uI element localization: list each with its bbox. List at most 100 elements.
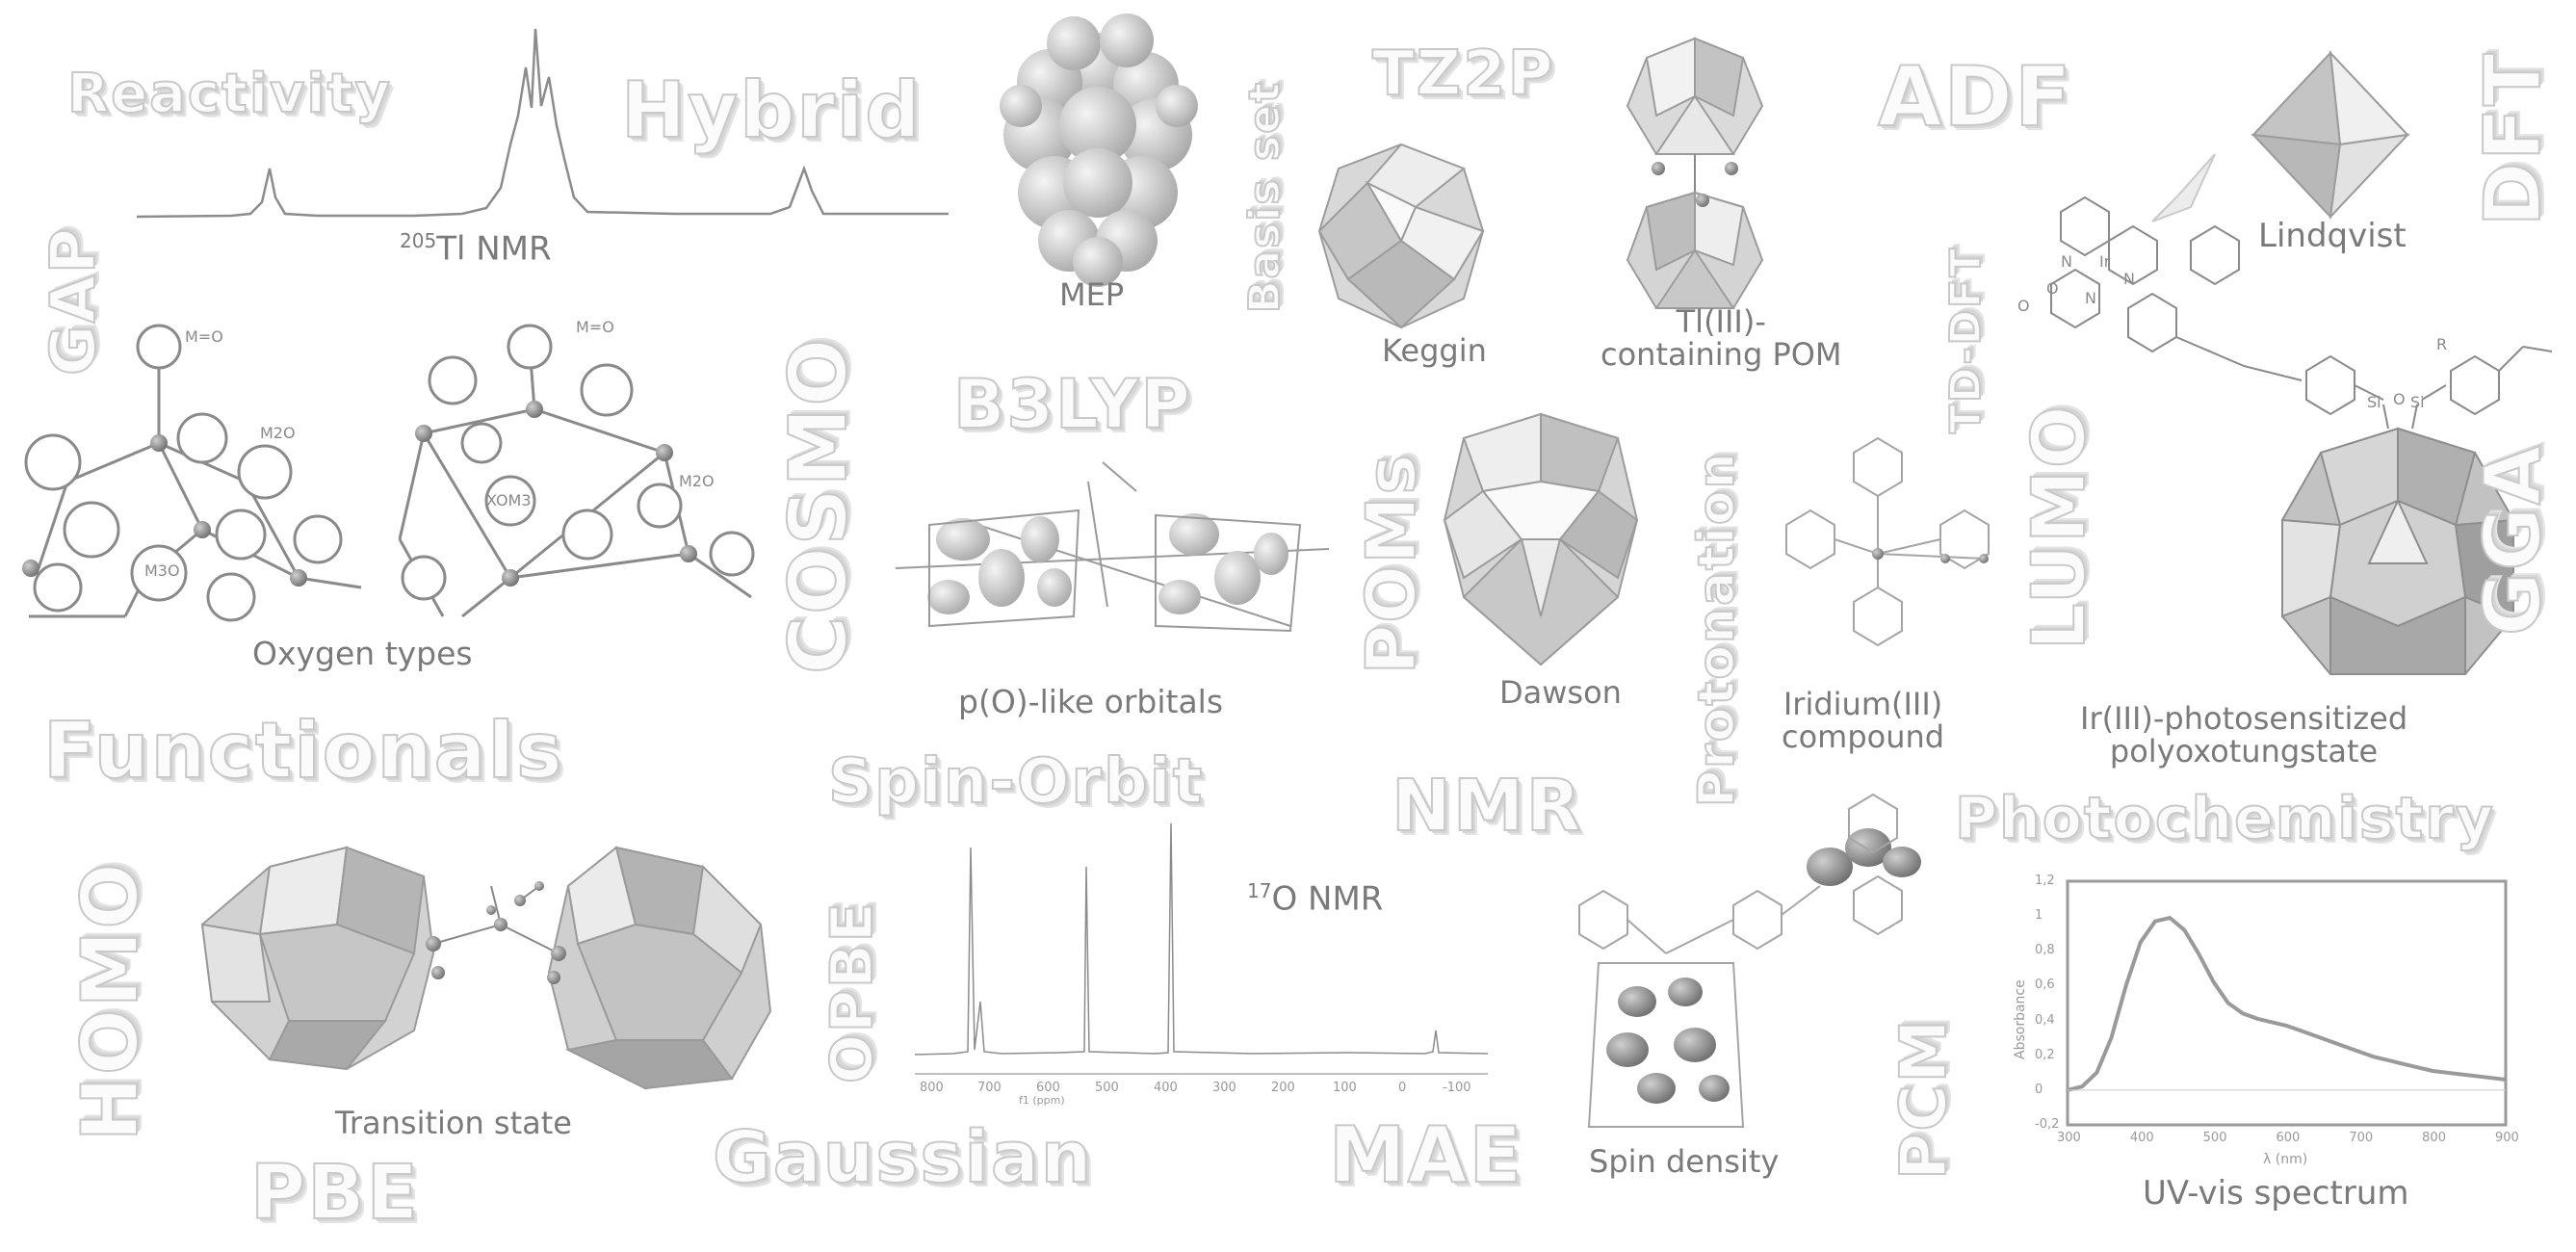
uv-vis-ytick: 1 [2035, 908, 2043, 924]
caption-o17-sup: 17 [1247, 879, 1272, 902]
ir-complex-structure [2050, 153, 2553, 430]
o17-tick-5: 300 [1212, 1081, 1236, 1095]
caption-uv-vis: UV-vis spectrum [2143, 1174, 2409, 1213]
caption-tl-pom-line1: Tl(III)- [1676, 303, 1766, 340]
caption-ir-pom-line2: polyoxotungstate [2109, 732, 2379, 769]
uv-vis-xlabel: λ (nm) [2263, 1152, 2308, 1167]
o17-tick-0: 800 [920, 1081, 944, 1095]
keyword-nmr: NMR [1391, 765, 1583, 848]
oxygen-types-structure [22, 324, 362, 622]
keyword-homo: HOMO [65, 860, 156, 1142]
keyword-basis-set: Basis set [1239, 80, 1290, 314]
keyword-cosmo: COSMO [772, 336, 866, 675]
caption-oxygen-types: Oxygen types [252, 635, 473, 672]
caption-tl-nmr-text: Tl NMR [436, 229, 552, 269]
caption-tl-nmr-sup: 205 [400, 229, 437, 252]
uv-vis-ytick: 0,2 [2035, 1047, 2055, 1062]
keyword-gga: GGA [2467, 443, 2559, 637]
caption-ir-pom-line1: Ir(III)-photosensitized [2080, 700, 2408, 737]
uv-vis-chart [2066, 879, 2508, 1127]
o17-tick-2: 600 [1036, 1081, 1060, 1095]
caption-dawson: Dawson [1499, 674, 1622, 711]
o17-tick-9: -100 [1443, 1081, 1471, 1095]
keyword-pcm: PCM [1886, 1017, 1962, 1182]
iridium-structure [1785, 436, 1990, 647]
keyword-gaussian: Gaussian [712, 1116, 1094, 1199]
keyword-lumo: LUMO [2015, 403, 2102, 651]
o17-tick-4: 400 [1154, 1081, 1178, 1095]
keyword-adf: ADF [1877, 49, 2073, 145]
uv-vis-xtick: 800 [2422, 1131, 2446, 1145]
keyword-b3lyp: B3LYP [952, 365, 1192, 444]
caption-p-orbitals: p(O)-like orbitals [958, 683, 1224, 720]
keyword-hybrid: Hybrid [620, 65, 923, 155]
p-orbitals-structure [895, 461, 1330, 633]
uv-vis-series-line [2067, 915, 2507, 1092]
keyword-spin-orbit: Spin-Orbit [827, 746, 1205, 818]
uv-vis-ytick: 1,2 [2035, 874, 2055, 888]
keyword-gap: GAP [38, 225, 111, 377]
caption-tl-pom-line2: containing POM [1600, 335, 1842, 373]
caption-o17-text: O NMR [1271, 879, 1384, 919]
keyword-reactivity: Reactivity [66, 63, 393, 125]
label-n1: N [2061, 252, 2072, 271]
keyword-opbe: OPBE [818, 900, 887, 1084]
lindqvist-structure [2251, 50, 2410, 220]
dawson-structure [1443, 412, 1639, 666]
ir-pom-structure [2281, 427, 2514, 675]
label-xom3: XOM3 [486, 491, 532, 509]
o17-tick-6: 200 [1271, 1081, 1295, 1095]
caption-iridium-line1: Iridium(III) [1782, 686, 1943, 722]
o17-xlabel: f1 (ppm) [1019, 1094, 1065, 1107]
label-si1: Si [2367, 393, 2381, 411]
label-m-o-a: M=O [185, 327, 223, 346]
keyword-pbe: PBE [249, 1150, 420, 1237]
tl-pom-structure [1626, 37, 1764, 309]
uv-vis-ytick: -0,2 [2035, 1117, 2060, 1132]
uv-vis-plot-frame [2066, 879, 2508, 1127]
o17-tick-3: 500 [1095, 1081, 1119, 1095]
caption-tl-nmr: 205Tl NMR [400, 231, 552, 267]
label-ir: Ir [2099, 252, 2111, 271]
label-o3: O [2393, 390, 2406, 408]
keyword-td-dft: TD-DFT [1940, 246, 1991, 434]
uv-vis-ytick: 0 [2035, 1082, 2043, 1097]
keyword-photochemistry: Photochemistry [1954, 785, 2495, 852]
uv-vis-xtick: 600 [2276, 1131, 2301, 1145]
o17-tick-7: 100 [1333, 1081, 1357, 1095]
label-m3o-a: M3O [144, 561, 180, 580]
mep-structure [1000, 13, 1198, 287]
label-n3: N [2085, 289, 2096, 307]
caption-mep: MEP [1059, 276, 1125, 313]
uv-vis-ytick: 0,6 [2035, 978, 2055, 993]
oxygen-types-structure-b [398, 324, 755, 618]
uv-vis-ytick: 0,8 [2035, 943, 2055, 958]
caption-lindqvist: Lindqvist [2258, 217, 2407, 255]
caption-spin-density: Spin density [1589, 1143, 1780, 1180]
label-n2: N [2123, 270, 2135, 288]
label-m2o-a: M2O [260, 424, 296, 442]
label-o2: O [2017, 297, 2030, 315]
keyword-mae: MAE [1328, 1110, 1524, 1200]
keyword-tz2p: TZ2P [1371, 39, 1555, 110]
uv-vis-ytick: 0,4 [2035, 1012, 2055, 1028]
caption-iridium-line2: compound [1782, 717, 1945, 755]
transition-state-structure [200, 846, 772, 1090]
tl-nmr-spectrum [136, 28, 949, 219]
keyword-functionals: Functionals [42, 706, 564, 796]
uv-vis-xtick: 400 [2129, 1131, 2154, 1145]
uv-vis-xtick: 900 [2495, 1131, 2519, 1145]
caption-keggin: Keggin [1382, 332, 1487, 369]
spin-density-structure [1578, 793, 1921, 1128]
label-o1: O [2046, 279, 2059, 298]
caption-iridium: Iridium(III) compound [1782, 686, 1945, 755]
o17-tick-8: 0 [1398, 1081, 1407, 1095]
label-si2: Si [2410, 393, 2425, 411]
o17-nmr-spectrum [914, 822, 1489, 1075]
keyword-dft: DFT [2467, 50, 2559, 227]
uv-vis-xtick: 300 [2057, 1131, 2081, 1145]
o17-tick-1: 700 [977, 1081, 1002, 1095]
uv-vis-xtick: 500 [2202, 1131, 2227, 1145]
